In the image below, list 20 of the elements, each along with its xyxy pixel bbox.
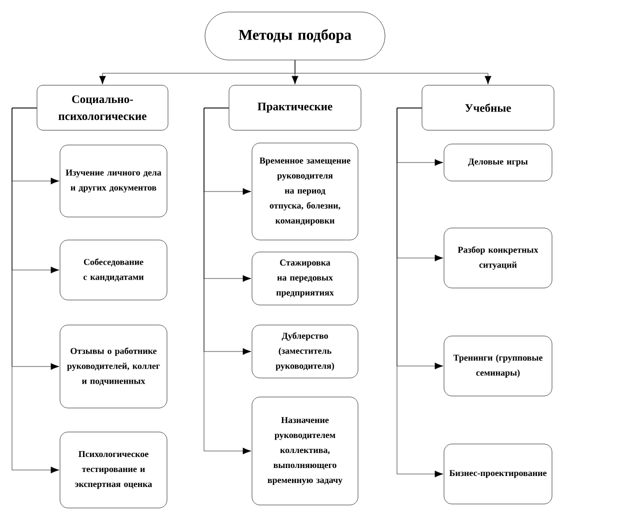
method-box: Отзывы о работнике руководителей, коллег и подчиненных xyxy=(60,324,168,408)
method-box: Психологическое тестирование и экспертная оценка xyxy=(60,432,168,508)
method-box: Тренинги (групповые семинары) xyxy=(444,336,552,396)
arrow xyxy=(294,60,492,84)
method-box: Дублерство (заместитель руководителя) xyxy=(252,324,358,378)
method-box: Собеседование с кандидатами xyxy=(60,240,168,300)
method-box: Временное замещение руководителя на период отпуска, болезни, командировки xyxy=(252,142,358,240)
category-box: Социально-психологические xyxy=(36,85,168,130)
method-box: Деловые игры xyxy=(444,144,552,182)
method-box: Изучение личного дела и других документов xyxy=(60,144,168,218)
arrow xyxy=(12,108,60,474)
arrow xyxy=(396,108,444,478)
arrow xyxy=(204,108,252,454)
category-box: Практические xyxy=(228,85,362,130)
method-box: Бизнес-проектирование xyxy=(444,444,552,504)
title-box: Методы подбора xyxy=(204,12,386,60)
category-box: Учебные xyxy=(422,85,554,130)
method-box: Стажировка на передовых предприятиях xyxy=(252,252,358,306)
method-box: Назначение руководителем коллектива, выполняющего временную задачу xyxy=(252,396,358,506)
method-box: Разбор конкретных ситуаций xyxy=(444,228,552,288)
